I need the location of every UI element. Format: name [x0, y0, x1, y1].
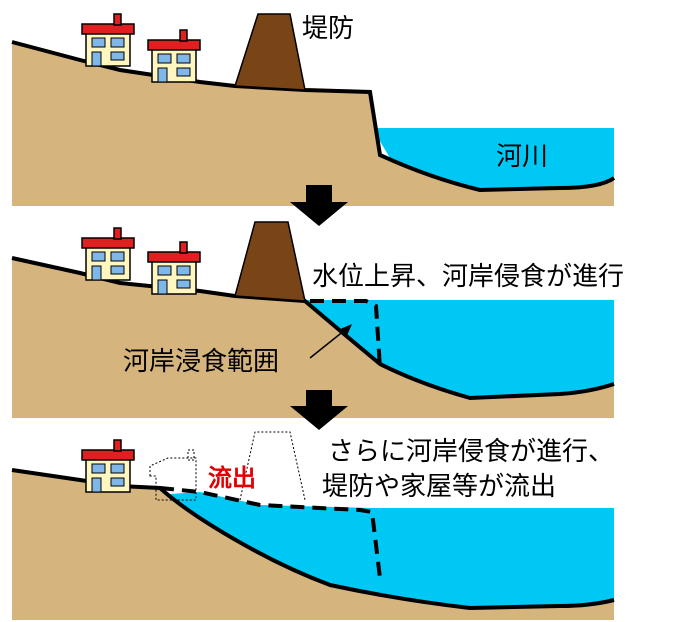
- levee-label: 堤防: [302, 14, 354, 44]
- erosion-pointer-arrowhead: [338, 324, 352, 338]
- washed-away-house-outline-icon: [149, 449, 197, 501]
- erosion-range-outline: [310, 299, 382, 369]
- erosion-pointer-arrow: [309, 329, 346, 359]
- water-body: [170, 492, 614, 608]
- house-icon: [147, 241, 201, 295]
- house-icon: [81, 13, 135, 67]
- arrow-down-icon: [290, 390, 348, 430]
- panel3-caption-line1: さらに河岸侵食が進行、: [328, 437, 614, 467]
- panel-erosion-progress: 水位上昇、河岸侵食が進行 河岸浸食範囲: [11, 221, 624, 418]
- ground-soil: [12, 258, 614, 418]
- ground-profile-line: [11, 256, 615, 401]
- levee: [233, 13, 306, 91]
- ground-soil: [12, 470, 614, 620]
- panel-outflow: 流出 さらに河岸侵食が進行、 堤防や家屋等が流出: [11, 431, 615, 620]
- levee: [234, 221, 306, 302]
- ground-soil: [12, 42, 614, 206]
- river-label: 河川: [496, 142, 548, 172]
- panel3-caption-line2: 堤防や家屋等が流出: [322, 472, 556, 502]
- water-body: [305, 300, 614, 398]
- house-icon: [81, 439, 135, 493]
- house-icon: [81, 227, 135, 281]
- outflow-label: 流出: [208, 464, 256, 492]
- ground-profile-line: [11, 468, 615, 611]
- panel2-caption: 水位上昇、河岸侵食が進行: [312, 262, 624, 292]
- arrow-down-icon: [290, 185, 348, 226]
- house-icon: [147, 29, 201, 83]
- eroded-bank-outline: [159, 486, 382, 579]
- panel-normal-state: 堤防 河川: [11, 13, 616, 206]
- ground-profile-line: [11, 40, 616, 193]
- erosion-range-label: 河岸浸食範囲: [123, 347, 279, 377]
